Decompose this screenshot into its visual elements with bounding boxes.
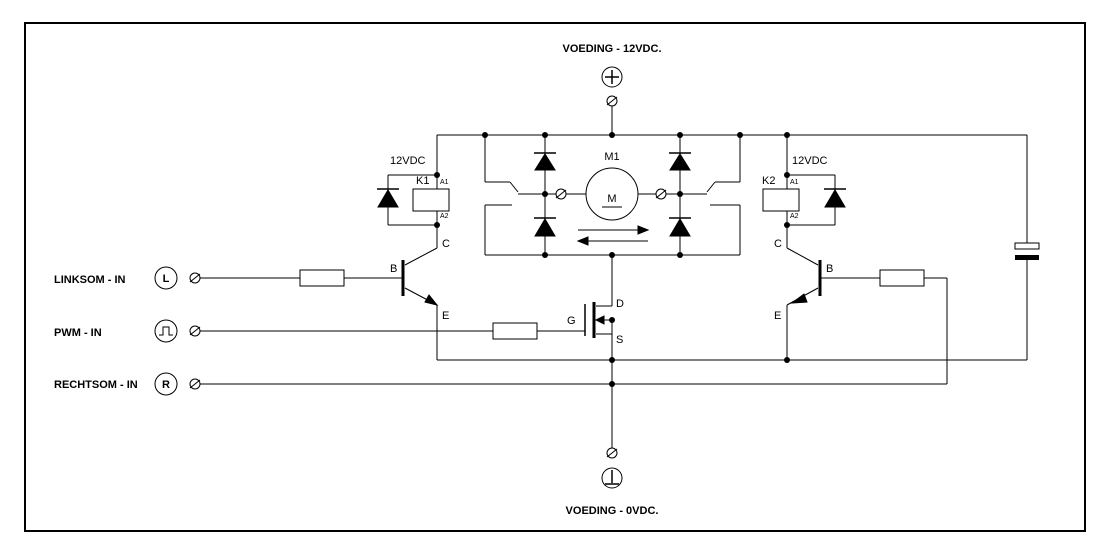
k2-pin-a1: A1 <box>790 179 799 186</box>
resistor-rechtsom <box>879 269 925 287</box>
top-connector-icon <box>606 95 618 107</box>
svg-text:L: L <box>163 273 170 285</box>
mosfet-gate-label: G <box>567 315 576 327</box>
motor-connector-left-icon <box>555 188 567 200</box>
q1-collector-label: C <box>442 238 450 250</box>
linksom-label: LINKSOM - IN <box>54 274 126 286</box>
rechtsom-connector-icon <box>189 378 201 390</box>
k1-pin-a2: A2 <box>440 213 449 220</box>
q1-base-label: B <box>390 263 397 275</box>
motor-icon: M <box>585 167 639 221</box>
direction-arrows-icon <box>576 225 650 246</box>
svg-text:R: R <box>162 379 170 391</box>
k1-flyback-diode <box>377 188 399 208</box>
pwm-badge-icon <box>154 319 178 343</box>
k1-relay-coil <box>412 188 450 212</box>
resistor-pwm <box>492 322 538 340</box>
q1-emitter-label: E <box>442 310 449 322</box>
q2-emitter-arrow <box>790 293 808 304</box>
motor-label: M1 <box>604 151 619 163</box>
k2-relay-coil <box>762 188 800 212</box>
k1-label: K1 <box>416 175 429 187</box>
diode-top-left <box>534 152 556 171</box>
mosfet-source-label: S <box>616 334 623 346</box>
diode-top-right <box>669 152 691 171</box>
plus-terminal-icon <box>601 66 623 88</box>
motor-connector-right-icon <box>655 188 667 200</box>
q2-collector-label: C <box>774 238 782 250</box>
mosfet-arrow <box>594 315 605 325</box>
frame-border <box>24 22 1086 532</box>
svg-text:M: M <box>607 193 616 205</box>
ground-terminal-icon <box>601 467 623 489</box>
linksom-badge-icon: L <box>154 266 178 290</box>
k2-flyback-diode <box>824 188 846 208</box>
k2-voltage-label: 12VDC <box>792 155 828 167</box>
k1-pin-a1: A1 <box>440 179 449 186</box>
supply-bottom-label: VOEDING - 0VDC. <box>566 505 659 517</box>
k2-label: K2 <box>762 175 775 187</box>
pwm-label: PWM - IN <box>54 327 102 339</box>
rechtsom-badge-icon: R <box>154 372 178 396</box>
q2-base-label: B <box>826 263 833 275</box>
rechtsom-label: RECHTSOM - IN <box>54 379 138 391</box>
k1-voltage-label: 12VDC <box>390 155 426 167</box>
diode-bottom-right <box>669 217 691 237</box>
capacitor <box>1014 242 1040 260</box>
supply-top-label: VOEDING - 12VDC. <box>562 43 661 55</box>
q1-emitter-arrow <box>424 294 439 306</box>
mosfet-drain-label: D <box>616 298 624 310</box>
resistor-linksom <box>299 269 345 287</box>
linksom-connector-icon <box>189 272 201 284</box>
bottom-connector-icon <box>606 447 618 459</box>
q2-emitter-label: E <box>774 310 781 322</box>
pwm-connector-icon <box>189 325 201 337</box>
diode-bottom-left <box>534 217 556 237</box>
k2-pin-a2: A2 <box>790 213 799 220</box>
junction-dots <box>434 132 790 387</box>
